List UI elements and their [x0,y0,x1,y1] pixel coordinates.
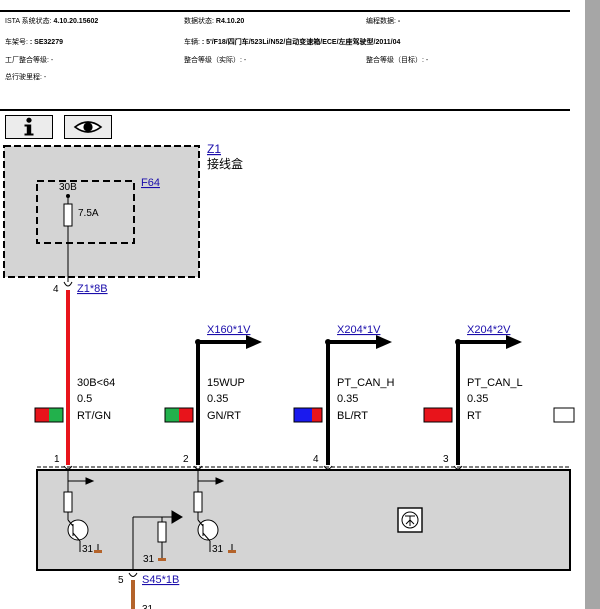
arrow-icon [506,335,522,349]
wire-color-2: GN/RT [207,410,241,422]
connector-x204-1v-link[interactable]: X204*1V [337,324,381,336]
ground-icon [228,544,236,553]
bottom-pin-symbol [128,572,138,577]
fuse-id-link[interactable]: F64 [141,177,160,189]
wire-color-4: RT [467,410,482,422]
arrow-icon [376,335,392,349]
top-connector-link[interactable]: Z1*8B [77,283,108,295]
vin-label: 车架号: [5,39,28,46]
eye-icon [73,121,103,133]
fuse-rating: 7.5A [78,208,99,219]
integration-actual: 整合等级（实际）: - [184,56,246,65]
vehicle-value: : 5'/F18/四门车/523Li/N52/自动变速箱/ECE/左座驾驶型/2… [201,39,401,46]
junction-box-name: 接线盒 [207,156,243,171]
vehicle-label: 车辆: [184,39,200,46]
data-status-value: R4.10.20 [215,18,245,25]
connector-x160-1v-link[interactable]: X160*1V [207,324,251,336]
vin: 车架号: : SE32279 [5,38,63,47]
view-button[interactable] [64,115,112,139]
vin-value: : SE32279 [29,39,63,46]
fuse-terminal-label: 30B [59,182,77,193]
wire-pt-can-h [325,335,392,465]
wire-size-1: 0.5 [77,393,92,405]
fuse-element [63,203,73,227]
connector-x204-2v-link[interactable]: X204*2V [467,324,511,336]
wire-size-3: 0.35 [337,393,358,405]
color-swatch-4 [423,407,453,423]
ista-status: ISTA 系统状态: 4.10.20.15602 [5,17,98,26]
programming-label: 编程数据: [366,18,396,25]
vertical-scrollbar[interactable] [585,0,600,609]
factory-integration: 工厂整合等级: - [5,56,53,65]
integration-actual-label: 整合等级（实际）: [184,57,242,64]
pin-number-2: 2 [183,454,189,465]
ista-value: 4.10.20.15602 [53,18,99,25]
mileage-value: - [43,74,47,81]
factory-label: 工厂整合等级: [5,57,49,64]
wire-size-2: 0.35 [207,393,228,405]
ground-label-1: 31 [82,544,94,555]
pin-number-1: 1 [54,454,60,465]
integration-actual-value: - [243,57,247,64]
wire-signal-2: 15WUP [207,377,245,389]
bottom-wire-label: 31 [142,604,154,609]
wire-signal-3: PT_CAN_H [337,377,395,389]
wiring-diagram: Z1 接线盒 F64 30B 7.5A 4 Z1*8B X160*1V X204… [3,142,575,609]
module-circuit-5 [132,510,183,570]
ground-label-3: 31 [212,544,224,555]
mileage: 总行驶里程: - [5,73,46,82]
wire-15wup [195,335,262,465]
control-module [36,469,571,571]
bottom-connector-link[interactable]: S45*1B [142,574,179,586]
wire-size-4: 0.35 [467,393,488,405]
info-button[interactable] [5,115,53,139]
mileage-label: 总行驶里程: [5,74,42,81]
color-swatch-1 [34,407,64,423]
ground-icon [158,558,166,561]
wire-color-1: RT/GN [77,410,111,422]
ground-label-2: 31 [143,554,155,565]
color-swatch-3 [293,407,323,423]
header-bottom-rule [0,109,570,111]
module-symbol-icon [397,507,423,533]
wire-signal-1: 30B<64 [77,377,115,389]
color-swatch-5-partial [553,407,575,423]
top-pin-symbol [63,281,73,287]
junction-box-id-link[interactable]: Z1 [207,142,221,156]
fuse-box-f64 [36,180,135,244]
module-circuit-1 [63,470,95,552]
color-swatch-2 [164,407,194,423]
wire-signal-4: PT_CAN_L [467,377,523,389]
integration-target-value: - [425,57,429,64]
bottom-pin-number: 5 [118,575,124,586]
integration-target-label: 整合等级（目标）: [366,57,424,64]
integration-target: 整合等级（目标）: - [366,56,428,65]
wire-color-3: BL/RT [337,410,368,422]
programming-data: 编程数据: - [366,17,400,26]
programming-value: - [397,18,401,25]
data-status: 数据状态: R4.10.20 [184,17,244,26]
pin-number-4: 4 [313,454,319,465]
header-top-rule [0,10,570,12]
module-circuit-2 [193,470,225,552]
ground-icon [94,544,102,553]
data-status-label: 数据状态: [184,18,214,25]
vehicle-info: 车辆: : 5'/F18/四门车/523Li/N52/自动变速箱/ECE/左座驾… [184,38,400,47]
pin-number-3: 3 [443,454,449,465]
factory-value: - [50,57,54,64]
top-pin-number: 4 [53,284,59,295]
wire-pt-can-l [455,335,522,465]
ista-label: ISTA 系统状态: [5,18,52,25]
info-icon [24,117,34,136]
arrow-icon [246,335,262,349]
junction-box-z1 [3,145,200,278]
